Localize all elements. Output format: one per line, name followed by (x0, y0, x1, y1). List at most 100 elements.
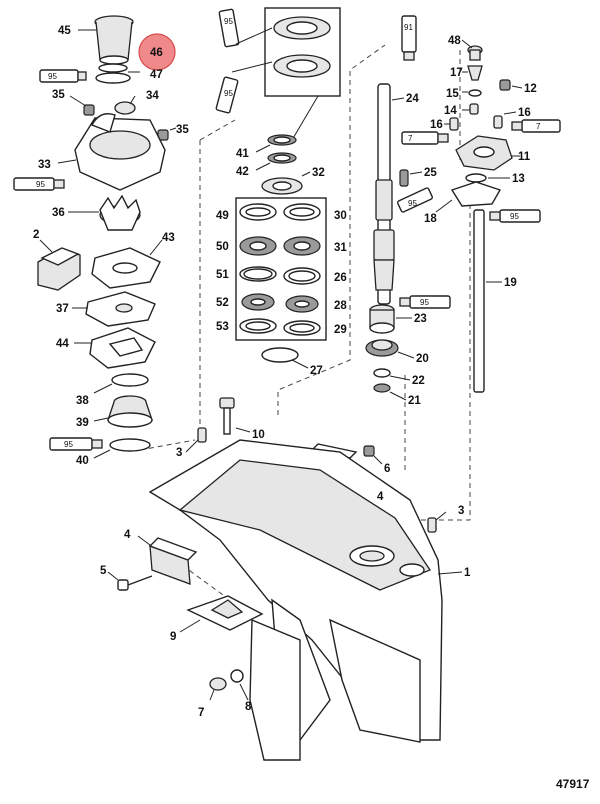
callout-26[interactable]: 26 (334, 272, 347, 284)
callout-43[interactable]: 43 (162, 232, 175, 244)
oil-seal-lower (273, 54, 331, 78)
tapered-bearing-31 (283, 236, 321, 256)
gasket-18 (435, 181, 502, 213)
bearing-race-49 (239, 203, 277, 221)
callout-19[interactable]: 19 (504, 277, 517, 289)
pump-base (93, 395, 153, 428)
grease-tube-95: 95 (489, 209, 541, 223)
shift-screw-14 (462, 103, 479, 115)
callout-8[interactable]: 8 (245, 701, 252, 713)
callout-11[interactable]: 11 (518, 151, 531, 163)
callout-45[interactable]: 45 (58, 25, 71, 37)
tube-label: 95 (420, 298, 429, 307)
trim-tab (179, 595, 264, 633)
callout-7[interactable]: 7 (198, 707, 204, 719)
callout-22[interactable]: 22 (412, 375, 425, 387)
drain-screw (209, 677, 227, 701)
callout-9[interactable]: 9 (170, 631, 176, 643)
gasket-13 (465, 173, 510, 183)
grease-tube-95: 95 (39, 69, 87, 83)
callout-42[interactable]: 42 (236, 166, 249, 178)
callout-31[interactable]: 31 (334, 242, 347, 254)
race-29 (283, 320, 321, 336)
callout-17[interactable]: 17 (450, 67, 463, 79)
tube-label: 7 (408, 134, 413, 143)
callout-5[interactable]: 5 (100, 565, 107, 577)
callout-39[interactable]: 39 (76, 417, 89, 429)
callout-49[interactable]: 49 (216, 210, 229, 222)
grease-tube-95: 95 (399, 295, 451, 309)
callout-30[interactable]: 30 (334, 210, 347, 222)
callout-6[interactable]: 6 (384, 463, 390, 475)
pump-screw-right (157, 127, 177, 141)
callout-4[interactable]: 4 (124, 529, 131, 541)
callout-23[interactable]: 23 (414, 313, 427, 325)
callout-44[interactable]: 44 (56, 338, 69, 350)
callout-38[interactable]: 38 (76, 395, 89, 407)
callout-37[interactable]: 37 (56, 303, 69, 315)
shim-51 (239, 266, 277, 282)
figure-number: 47917 (556, 777, 590, 791)
callout-20[interactable]: 20 (416, 353, 429, 365)
callout-16[interactable]: 16 (518, 107, 531, 119)
callout-47[interactable]: 47 (150, 69, 163, 81)
callout-48[interactable]: 48 (448, 35, 461, 47)
bearing-race-30 (283, 203, 321, 221)
tube-label: 7 (536, 122, 541, 131)
callout-52[interactable]: 52 (216, 297, 229, 309)
callout-4[interactable]: 4 (377, 491, 384, 503)
callout-33[interactable]: 33 (38, 159, 51, 171)
callout-51[interactable]: 51 (216, 269, 229, 281)
callout-24[interactable]: 24 (406, 93, 419, 105)
callout-12[interactable]: 12 (524, 83, 537, 95)
pump-nut (114, 95, 136, 115)
grease-tube-95: 95 (49, 437, 103, 451)
grease-tube-95: 95 (397, 187, 433, 213)
callout-14[interactable]: 14 (444, 105, 457, 117)
callout-41[interactable]: 41 (236, 148, 249, 160)
callout-13[interactable]: 13 (512, 173, 525, 185)
callout-40[interactable]: 40 (76, 455, 89, 467)
callout-28[interactable]: 28 (334, 300, 347, 312)
callout-25[interactable]: 25 (424, 167, 437, 179)
callout-18[interactable]: 18 (424, 213, 437, 225)
callout-35[interactable]: 35 (52, 89, 65, 101)
callout-35[interactable]: 35 (176, 124, 189, 136)
shift-shaft (473, 209, 502, 393)
tube-label: 95 (64, 440, 73, 449)
callout-15[interactable]: 15 (446, 88, 459, 100)
callout-2[interactable]: 2 (33, 229, 39, 241)
fitting-16-left (444, 117, 459, 131)
bolt-10 (219, 397, 251, 435)
shim-26 (283, 267, 321, 285)
face-plate (72, 291, 156, 327)
gear-housing-group (107, 427, 463, 761)
grease-tube-95: 95 (215, 61, 273, 114)
callout-3[interactable]: 3 (176, 447, 182, 459)
tapered-bearing-50 (239, 236, 277, 256)
callout-21[interactable]: 21 (408, 395, 421, 407)
callout-27[interactable]: 27 (310, 365, 323, 377)
callout-53[interactable]: 53 (216, 321, 229, 333)
highlight-circle[interactable] (138, 33, 176, 71)
seal-ring (98, 63, 128, 73)
callout-50[interactable]: 50 (216, 241, 229, 253)
pin-25 (399, 169, 423, 187)
dowel-pin-left (185, 427, 207, 453)
callout-3[interactable]: 3 (458, 505, 464, 517)
callout-10[interactable]: 10 (252, 429, 265, 441)
callout-34[interactable]: 34 (146, 90, 159, 102)
callout-16[interactable]: 16 (430, 119, 443, 131)
tube-label: 95 (408, 199, 417, 208)
grease-tube-7: 7 (511, 119, 561, 133)
callout-32[interactable]: 32 (312, 167, 325, 179)
grease-tube-7: 7 (401, 131, 449, 145)
callout-36[interactable]: 36 (52, 207, 65, 219)
pinion-gear (365, 339, 415, 359)
bearing-stack-group: 95 95 (215, 7, 341, 435)
base-o-ring (93, 438, 151, 459)
callout-1[interactable]: 1 (464, 567, 471, 579)
oil-seal-upper (273, 16, 331, 40)
callout-29[interactable]: 29 (334, 324, 347, 336)
callout-46[interactable]: 46 (150, 47, 163, 59)
